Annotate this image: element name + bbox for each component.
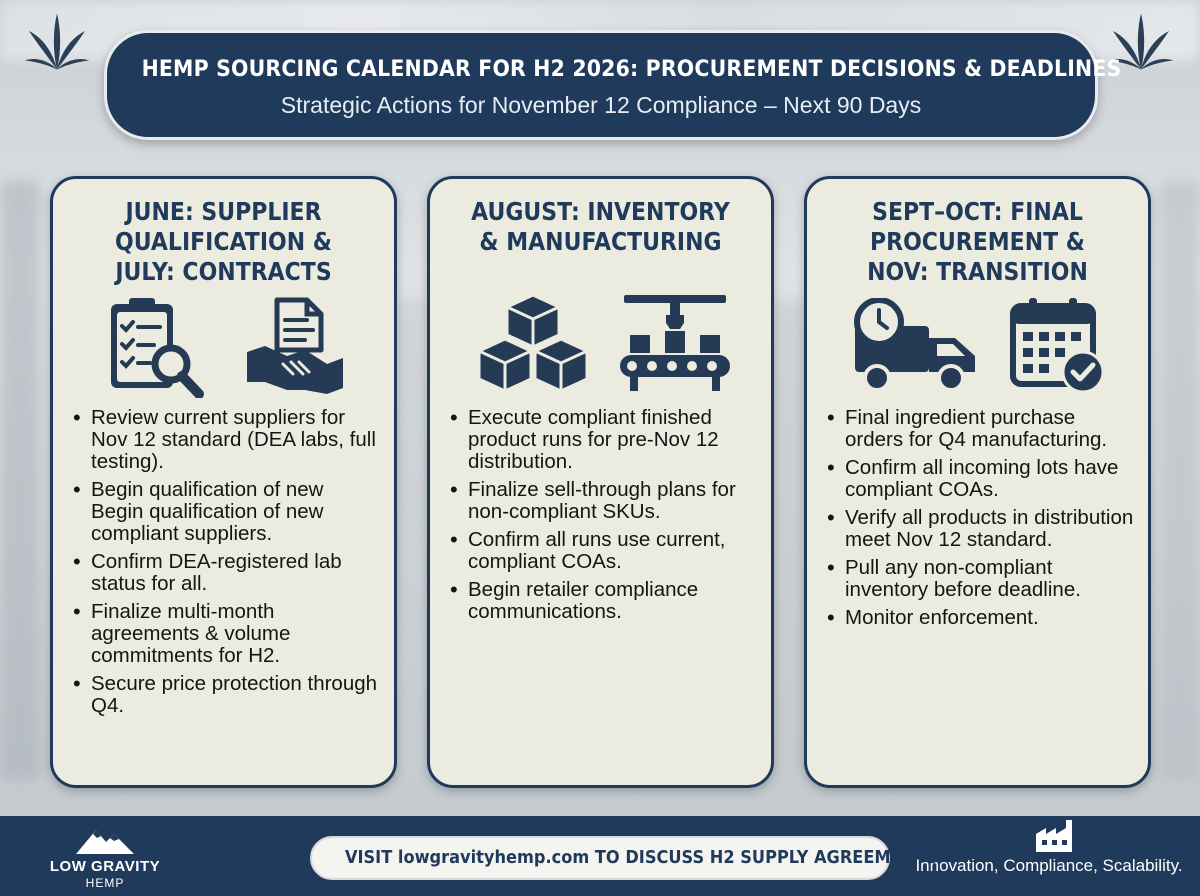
factory-icon — [1036, 820, 1072, 852]
clipboard-magnifier-icon — [111, 298, 204, 398]
list-item: Finalize multi-month agreements & volume… — [73, 601, 380, 667]
logo-subtext: HEMP — [85, 876, 125, 890]
hemp-leaf-icon — [24, 13, 90, 70]
list-item: Verify all products in distribution meet… — [827, 507, 1134, 551]
header-banner: HEMP SOURCING CALENDAR FOR H2 2026: PROC… — [104, 30, 1122, 140]
list-item: Finalize sell-through plans for non-comp… — [450, 479, 757, 523]
logo-name: LOW GRAVITY — [49, 858, 161, 875]
page-subtitle: Strategic Actions for November 12 Compli… — [280, 92, 922, 118]
cta-label: VISIT lowgravityhemp.com TO DISCUSS H2 S… — [344, 847, 938, 868]
column-title: SEPT–OCT: FINAL PROCUREMENT & NOV: TRANS… — [867, 197, 1088, 286]
list-item: Begin qualification of new Begin qualifi… — [73, 479, 380, 545]
bullet-list: Review current suppliers for Nov 12 stan… — [73, 407, 380, 723]
list-item: Final ingredient purchase orders for Q4 … — [827, 407, 1134, 451]
background-shelf-right — [1160, 180, 1200, 780]
background-shelf-left — [0, 180, 40, 780]
column-icons — [807, 294, 1148, 404]
list-item: Confirm all incoming lots have compliant… — [827, 457, 1134, 501]
list-item: Execute compliant finished product runs … — [450, 407, 757, 473]
column-june-july: JUNE: SUPPLIER QUALIFICATION & JULY: CON… — [50, 176, 397, 788]
list-item: Secure price protection through Q4. — [73, 673, 380, 717]
mountain-logo-icon — [76, 830, 134, 854]
list-item: Review current suppliers for Nov 12 stan… — [73, 407, 380, 473]
column-title: AUGUST: INVENTORY & MANUFACTURING — [471, 197, 730, 256]
bullet-list: Execute compliant finished product runs … — [450, 407, 757, 629]
calendar-check-icon — [1010, 298, 1105, 394]
delivery-truck-clock-icon — [854, 298, 975, 392]
column-icons — [430, 291, 771, 401]
column-icons — [53, 294, 394, 404]
background-blur-2 — [770, 300, 810, 780]
list-item: Pull any non-compliant inventory before … — [827, 557, 1134, 601]
hemp-leaf-icon — [1108, 13, 1174, 70]
tagline: Innovation, Compliance, Scalability. — [915, 856, 1183, 875]
list-item: Confirm all runs use current, compliant … — [450, 529, 757, 573]
list-item: Begin retailer compliance communications… — [450, 579, 757, 623]
list-item: Monitor enforcement. — [827, 607, 1134, 630]
handshake-document-icon — [247, 297, 343, 394]
column-august: AUGUST: INVENTORY & MANUFACTURING — [427, 176, 774, 788]
list-item: Confirm DEA-registered lab status for al… — [73, 551, 380, 595]
page-title: HEMP SOURCING CALENDAR FOR H2 2026: PROC… — [141, 57, 1122, 82]
column-sept-oct-nov: SEPT–OCT: FINAL PROCUREMENT & NOV: TRANS… — [804, 176, 1151, 788]
company-logo[interactable]: LOW GRAVITY HEMP — [30, 816, 180, 896]
visit-website-button[interactable]: VISIT lowgravityhemp.com TO DISCUSS H2 S… — [310, 836, 938, 880]
conveyor-belt-icon — [620, 295, 730, 391]
bullet-list: Final ingredient purchase orders for Q4 … — [827, 407, 1134, 635]
column-title: JUNE: SUPPLIER QUALIFICATION & JULY: CON… — [115, 197, 332, 286]
boxes-icon — [477, 293, 589, 393]
